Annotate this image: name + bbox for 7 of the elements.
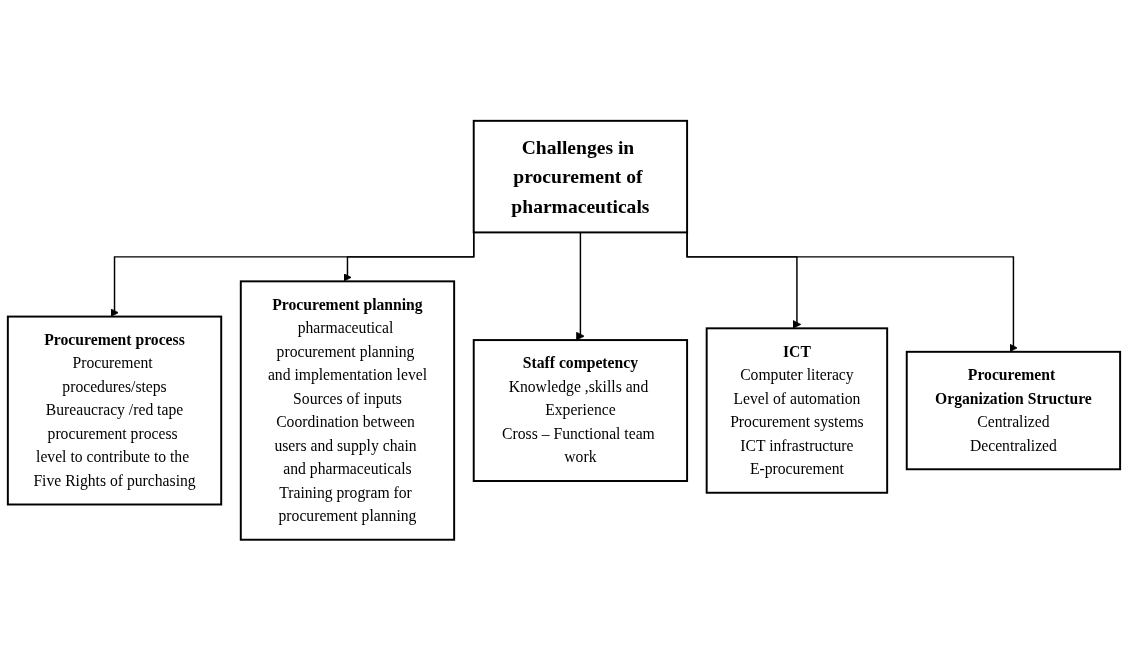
node-box: Procurement Organization Structure Centralized Decentralized bbox=[905, 350, 1122, 470]
node-box: Challenges in procurement of pharmaceuticals bbox=[472, 119, 689, 234]
node-box: Staff competency Knowledge ,skills and Experience Cross – Functional team work bbox=[472, 338, 689, 482]
node-box: ICT Computer literacy Level of automation Procurement systems ICT infrastructure E-procurement bbox=[705, 327, 889, 494]
node-box: Procurement process Procurement procedures/steps Bureaucracy /red tape procurement process level to contribute to the Five Rights of purchasing bbox=[6, 315, 223, 506]
arrow bbox=[576, 231, 585, 341]
node-box: Procurement planning pharmaceutical procurement planning and implementation level Sources of inputs Coordination between users and supply chain and pharmaceuticals Training program for procurement planning bbox=[239, 280, 456, 541]
